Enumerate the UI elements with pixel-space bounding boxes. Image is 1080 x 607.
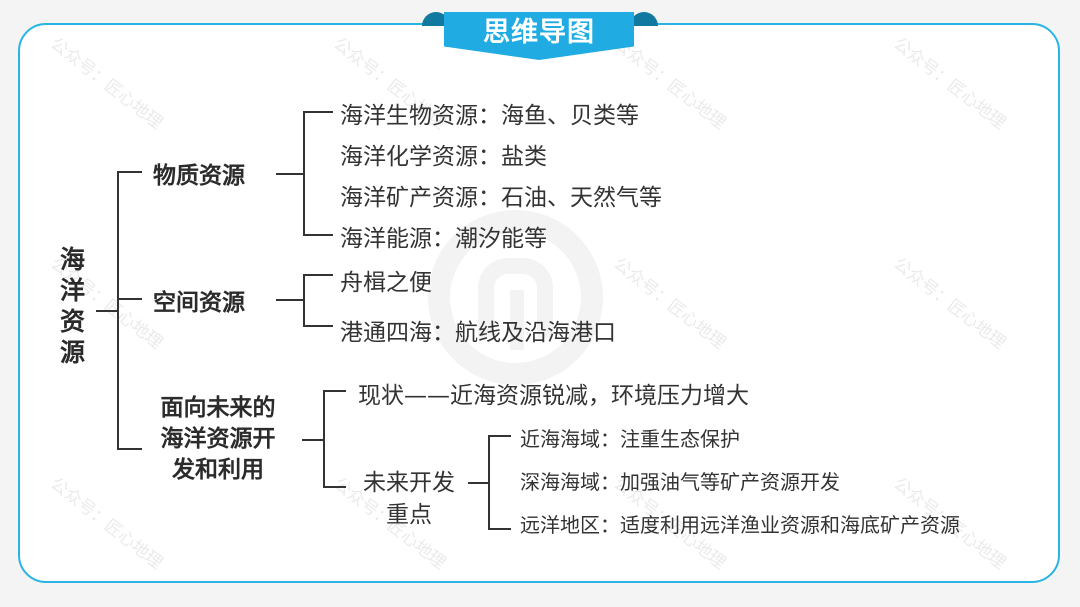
connector-line <box>323 486 346 488</box>
bracket-line <box>303 274 305 327</box>
mindmap-root: 海洋资源 <box>60 245 86 367</box>
branch-label-line: 发和利用 <box>172 456 264 483</box>
connector-line <box>276 299 303 301</box>
logo-watermark-arch-icon <box>478 258 553 338</box>
leaf-ports-routes: 港通四海：航线及沿海港口 <box>340 320 616 346</box>
leaf-deep-sea: 深海海域：加强油气等矿产资源开发 <box>520 470 840 494</box>
connector-line <box>488 528 511 530</box>
leaf-nearshore: 近海海域：注重生态保护 <box>520 427 740 451</box>
page-title: 思维导图 <box>483 17 595 48</box>
connector-line <box>96 310 118 312</box>
leaf-open-ocean: 远洋地区：适度利用远洋渔业资源和海底矿产资源 <box>520 513 960 537</box>
connector-line <box>117 298 142 300</box>
branch-label-line: 海洋资源开 <box>160 425 276 452</box>
connector-line <box>303 274 333 276</box>
bracket-line <box>303 111 305 236</box>
connector-line <box>117 171 142 173</box>
bracket-line <box>488 435 490 530</box>
leaf-marine-chemical: 海洋化学资源：盐类 <box>340 144 547 170</box>
branch-material-resources: 物质资源 <box>153 162 245 189</box>
connector-line <box>303 325 333 327</box>
ribbon-left-fold <box>422 12 450 26</box>
branch-space-resources: 空间资源 <box>153 289 245 316</box>
node-future-focus: 未来开发 重点 <box>346 467 472 531</box>
branch-label-line: 面向未来的 <box>160 394 276 421</box>
connector-line <box>468 482 488 484</box>
leaf-marine-mineral: 海洋矿产资源：石油、天然气等 <box>340 185 662 211</box>
leaf-current-status: 现状——近海资源锐减，环境压力增大 <box>358 383 749 409</box>
connector-line <box>303 111 333 113</box>
logo-watermark-bar-icon <box>510 290 524 350</box>
connector-line <box>488 435 511 437</box>
connector-line <box>117 448 142 450</box>
ribbon-right-fold <box>630 12 658 26</box>
leaf-marine-biological: 海洋生物资源：海鱼、贝类等 <box>340 103 639 129</box>
connector-line <box>276 173 303 175</box>
connector-line <box>323 390 346 392</box>
branch-future-development: 面向未来的 海洋资源开 发和利用 <box>148 392 288 485</box>
bracket-line <box>323 390 325 488</box>
connector-line <box>302 439 324 441</box>
bracket-line <box>117 171 119 450</box>
node-label-line: 重点 <box>386 502 432 528</box>
connector-line <box>303 234 333 236</box>
leaf-shipping-convenience: 舟楫之便 <box>340 270 432 296</box>
leaf-marine-energy: 海洋能源：潮汐能等 <box>340 226 547 252</box>
node-label-line: 未来开发 <box>363 470 455 496</box>
